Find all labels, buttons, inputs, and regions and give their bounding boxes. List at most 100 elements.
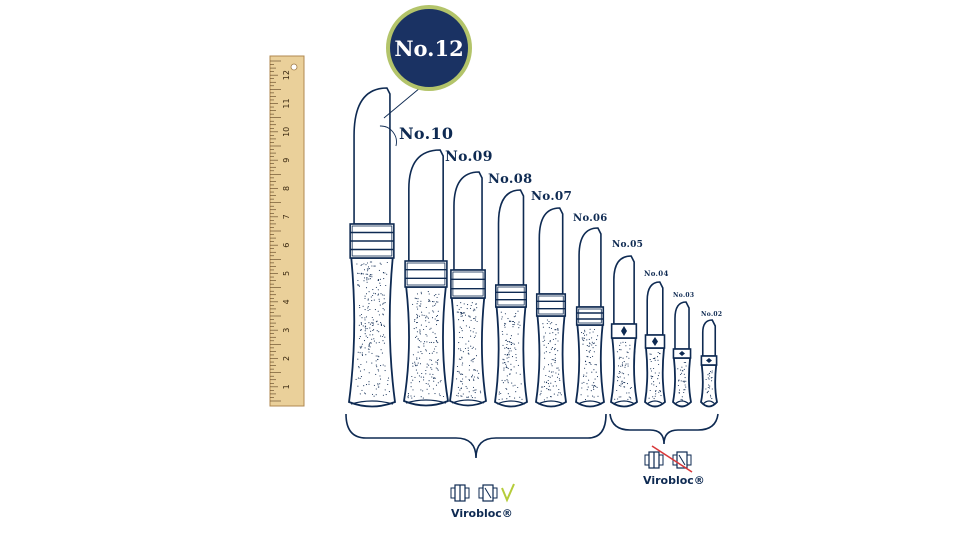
wood-grain-dot [509, 320, 511, 322]
wood-grain-dot [386, 261, 388, 264]
wood-grain-dot [465, 325, 467, 327]
wood-grain-dot [384, 365, 386, 367]
wood-grain-dot [437, 342, 439, 344]
wood-grain-dot [365, 264, 367, 266]
knife-handle [644, 347, 666, 408]
wood-grain-dot [434, 333, 436, 335]
wood-grain-dot [416, 357, 418, 359]
wood-grain-dot [547, 389, 549, 391]
wood-grain-dot [417, 300, 419, 302]
wood-grain-dot [415, 298, 417, 300]
wood-grain-dot [369, 327, 371, 329]
wood-grain-dot [420, 291, 422, 293]
wood-grain-dot [375, 286, 377, 288]
wood-grain-dot [680, 398, 682, 400]
wood-grain-dot [551, 322, 553, 324]
wood-grain-dot [435, 324, 438, 326]
wood-grain-dot [467, 396, 470, 398]
wood-grain-dot [461, 312, 463, 314]
wood-grain-dot [549, 341, 551, 343]
wood-grain-dot [582, 343, 584, 345]
wood-grain-dot [517, 364, 519, 366]
wood-grain-dot [653, 381, 655, 383]
wood-grain-dot [591, 341, 593, 343]
wood-grain-dot [552, 338, 554, 340]
wood-grain-dot [382, 313, 384, 315]
wood-grain-dot [417, 346, 419, 348]
wood-grain-dot [683, 389, 685, 391]
wood-grain-dot [543, 385, 546, 388]
wood-grain-dot [416, 335, 418, 337]
wood-grain-dot [468, 340, 470, 342]
wood-grain-dot [708, 387, 711, 389]
wood-grain-dot [474, 309, 476, 311]
wood-grain-dot [515, 353, 517, 356]
wood-grain-dot [656, 356, 659, 358]
wood-grain-dot [559, 392, 562, 394]
wood-grain-dot [377, 358, 379, 360]
ferrule-ring [351, 225, 393, 257]
wood-grain-dot [380, 263, 382, 265]
wood-grain-dot [358, 304, 361, 307]
wood-grain-dot [619, 349, 621, 351]
wood-grain-dot [373, 299, 375, 301]
wood-grain-dot [360, 264, 362, 266]
wood-grain-dot [435, 340, 437, 342]
wood-grain-dot [626, 392, 628, 394]
knife-blade [674, 301, 690, 350]
wood-grain-dot [517, 333, 519, 335]
handle-base-line [496, 400, 526, 405]
wood-grain-dot [470, 319, 472, 321]
wood-grain-dot [629, 397, 631, 399]
wood-grain-dot [387, 379, 389, 382]
virobloc-label-no-ring: Virobloc® [643, 474, 705, 487]
ruler-number: 9 [282, 158, 291, 163]
wood-grain-dot [469, 307, 472, 309]
wood-grain-dot [434, 393, 436, 395]
wood-grain-dot [555, 329, 557, 331]
wood-grain-dot [478, 372, 480, 374]
wood-grain-dot [358, 272, 360, 274]
wood-grain-dot [550, 348, 552, 350]
wood-grain-dot [587, 356, 589, 358]
wood-grain-dot [456, 394, 458, 396]
wood-grain-dot [464, 347, 467, 350]
knife [672, 301, 692, 408]
wood-grain-dot [464, 314, 467, 316]
wood-grain-dot [357, 284, 359, 286]
wood-grain-dot [582, 332, 585, 335]
wood-grain-dot [367, 299, 369, 301]
wood-grain-dot [371, 321, 373, 324]
wood-grain-dot [683, 373, 685, 375]
wood-grain-dot [435, 336, 437, 338]
wood-grain-dot [437, 310, 439, 312]
wood-grain-dot [517, 386, 519, 389]
wood-grain-dot [374, 293, 377, 295]
wood-grain-dot [461, 356, 463, 358]
model-label-no04: No.04 [644, 269, 669, 278]
wood-grain-dot [619, 376, 621, 378]
wood-grain-dot [459, 311, 461, 313]
wood-grain-dot [461, 381, 463, 383]
wood-grain-dot [621, 380, 623, 382]
wood-grain-dot [359, 307, 361, 309]
wood-grain-dot [436, 368, 438, 370]
wood-grain-dot [374, 265, 376, 267]
wood-grain-dot [475, 389, 477, 391]
wood-grain-dot [419, 333, 421, 335]
wood-grain-dot [364, 392, 366, 394]
knife-blade [453, 171, 483, 271]
wood-grain-dot [543, 366, 546, 368]
lock-icons-no-ring [644, 445, 693, 473]
wood-grain-dot [436, 359, 439, 362]
wood-grain-dot [620, 349, 622, 351]
ruler-number: 8 [282, 186, 291, 191]
wood-grain-dot [549, 340, 551, 342]
wood-grain-dot [508, 350, 510, 352]
wood-grain-dot [415, 369, 417, 371]
wood-grain-dot [365, 354, 367, 356]
ruler-hole [290, 63, 298, 71]
wood-grain-dot [431, 352, 433, 354]
wood-grain-dot [558, 388, 560, 391]
wood-grain-dot [710, 377, 712, 379]
